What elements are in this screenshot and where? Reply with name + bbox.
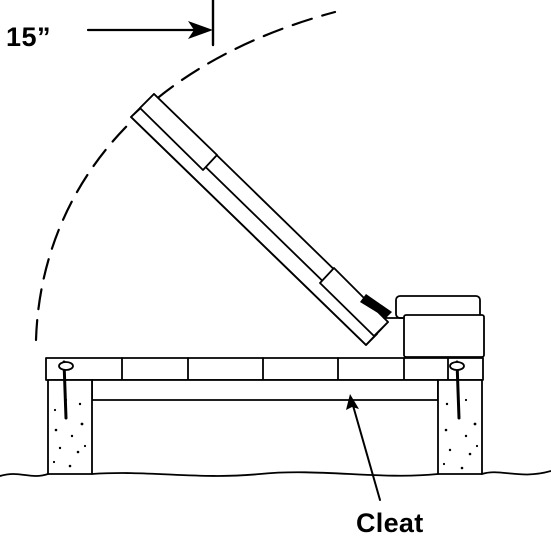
ground-line (0, 470, 551, 477)
dimension-label: 15” (6, 22, 52, 52)
cleat (91, 379, 439, 401)
left-pier (47, 360, 93, 475)
cleat-label: Cleat (356, 508, 424, 538)
hinge-block (383, 295, 485, 358)
cleat-leader-line (351, 401, 381, 501)
dimension-arrowhead (188, 21, 213, 39)
tilted-lid (130, 93, 392, 346)
cleat-leader-arrowhead (346, 394, 359, 410)
deck-platform (45, 357, 484, 381)
swing-arc (34, 10, 337, 342)
right-pier (437, 360, 483, 475)
